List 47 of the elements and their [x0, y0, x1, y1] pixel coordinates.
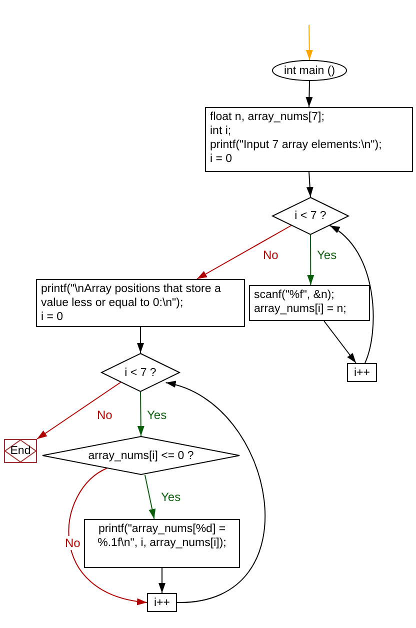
node-text: int main () [284, 64, 336, 78]
arrow [137, 326, 144, 354]
start-terminal [272, 60, 347, 81]
code-text: float n, array_nums[7]; [210, 110, 326, 124]
code-text: array_nums[i] = n; [254, 302, 348, 316]
end-label: End [10, 444, 31, 458]
arrow [306, 172, 314, 198]
arrow [307, 234, 314, 286]
code-text: i = 0 [41, 310, 64, 324]
arrow [196, 225, 292, 280]
edge-label: Yes [316, 248, 338, 262]
code-text: int i; [210, 124, 232, 138]
node-text: i < 7 ? [124, 366, 156, 380]
code-text: printf("Input 7 array elements:\n"); [210, 138, 383, 152]
edge-label: No [96, 408, 114, 422]
arrow [324, 320, 356, 364]
arrow [36, 382, 122, 440]
arrow [306, 80, 313, 108]
arrow [158, 568, 166, 594]
code-text: scanf("%f", &n); [254, 288, 336, 302]
arrow [165, 382, 266, 603]
arrow [144, 474, 156, 520]
edge-label: No [64, 536, 82, 550]
decision-diamond [272, 197, 349, 235]
node-text: array_nums[i] <= 0 ? [88, 448, 194, 462]
code-text: i++ [153, 596, 171, 610]
process-box [205, 107, 413, 172]
decision-diamond [42, 436, 240, 475]
arrow [329, 225, 374, 364]
code-text: printf("\nArray positions that store a value less or equal to 0:\n"); [41, 282, 222, 310]
code-text: i++ [353, 366, 371, 380]
arrow [306, 24, 313, 60]
process-box [347, 363, 377, 382]
process-box [249, 285, 370, 321]
edge-label: No [262, 248, 280, 262]
code-text: i = 0 [210, 152, 234, 166]
arrow [137, 392, 144, 436]
process-box [36, 279, 245, 327]
code-text: printf("array_nums[%d] = %.1f\n", i, array_nums[i]); [96, 522, 228, 550]
end-terminal [4, 439, 37, 463]
node-text: i < 7 ? [294, 209, 326, 223]
process-box [84, 519, 240, 568]
edge-label: Yes [160, 490, 182, 504]
arrow [68, 467, 148, 604]
edge-label: Yes [146, 408, 168, 422]
process-box [147, 593, 177, 612]
decision-diamond [101, 353, 180, 392]
